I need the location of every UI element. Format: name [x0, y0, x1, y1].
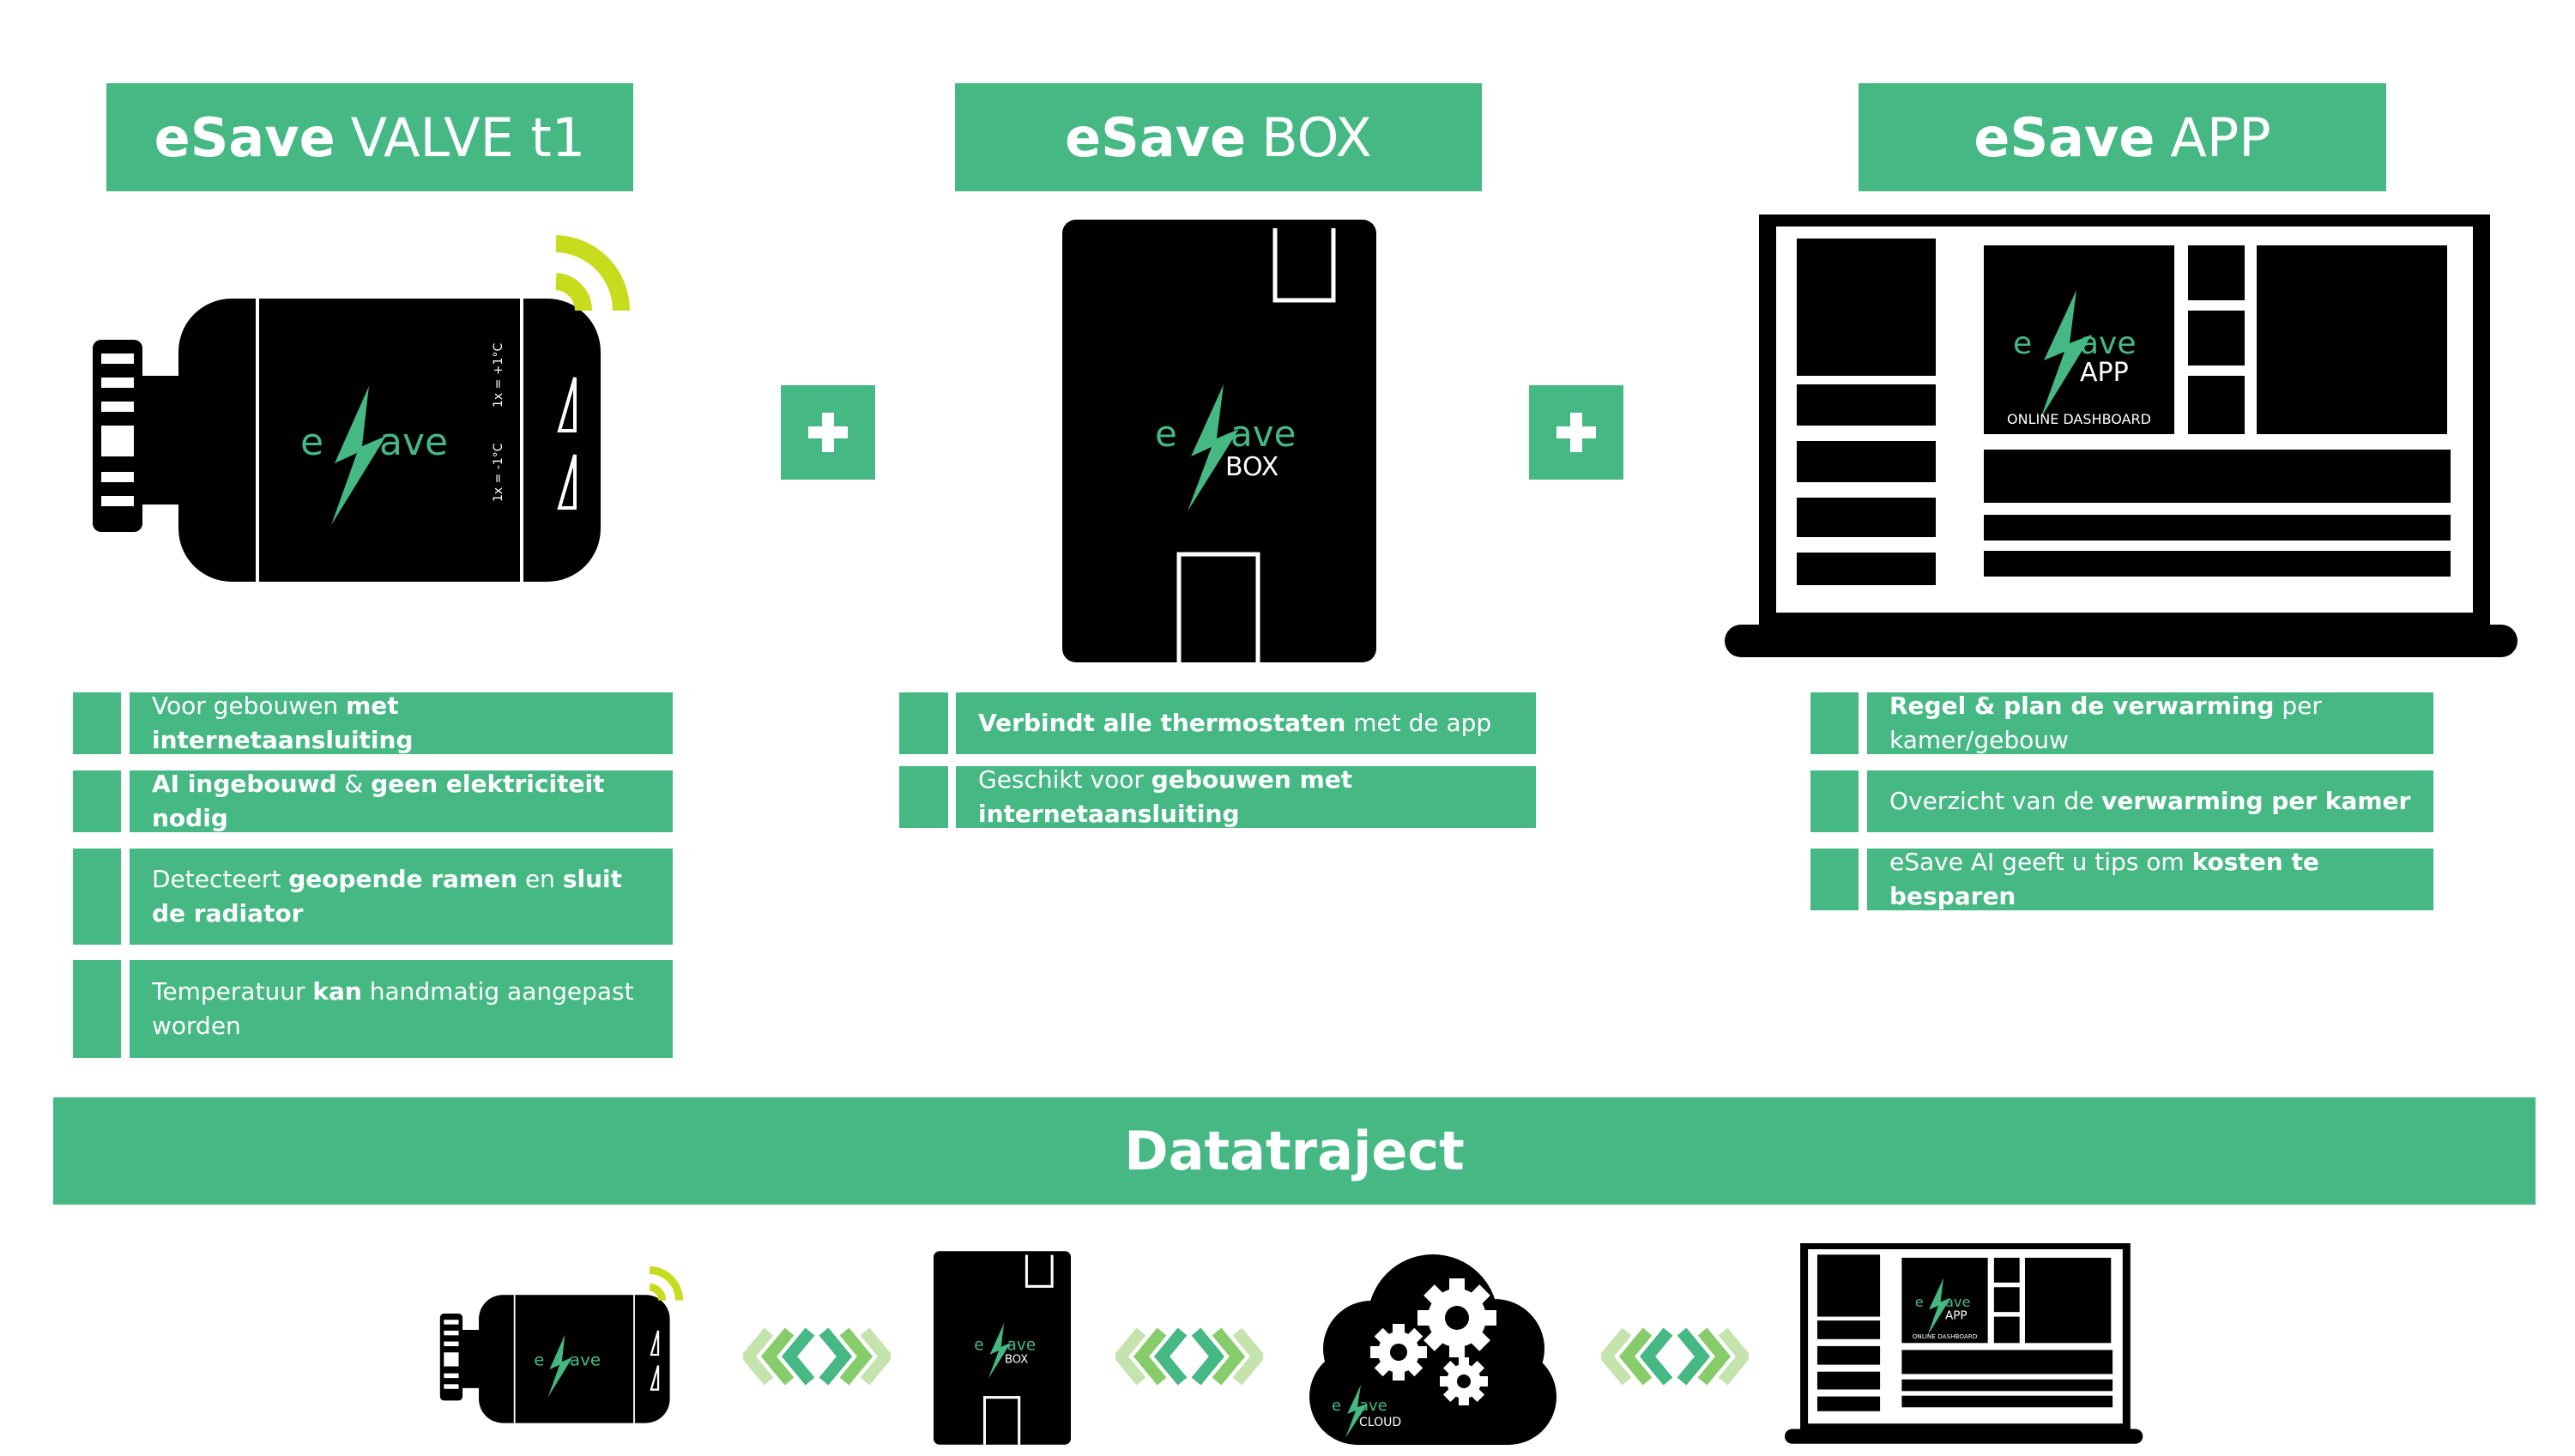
- logo-dashboard: ONLINE DASHBOARD: [2007, 411, 2151, 427]
- logo-ave: ave: [570, 1350, 601, 1370]
- feature-marker: [1810, 770, 1859, 832]
- double-chevron-arrows-icon: [1115, 1327, 1263, 1386]
- gear-icon: [1417, 1278, 1496, 1357]
- logo-ave: ave: [379, 420, 448, 464]
- esave-logo: e ave: [300, 386, 448, 525]
- box-feature-1: Verbindt alle thermostaten met de app: [956, 692, 1536, 754]
- logo-box: BOX: [1005, 1353, 1028, 1366]
- plus-icon: [781, 385, 875, 480]
- flow-box-icon: e ave BOX: [934, 1251, 1071, 1445]
- feature-text: Detecteert geopende ramen en sluit de ra…: [152, 865, 623, 927]
- feature-marker: [899, 766, 948, 828]
- header-box-name: BOX: [1261, 106, 1372, 169]
- logo-app: APP: [1945, 1308, 1968, 1322]
- header-valve-name: VALVE t1: [350, 106, 586, 169]
- valve-feature-1: Voor gebouwen met internetaansluiting: [130, 692, 673, 754]
- feature-marker: [73, 960, 121, 1058]
- valve-device-illustration: e ave: [93, 235, 630, 582]
- header-valve: eSave VALVE t1: [106, 83, 633, 191]
- header-app: eSave APP: [1859, 83, 2386, 191]
- header-app-brand: eSave: [1974, 106, 2155, 169]
- box-feature-2: Geschikt voor gebouwen met internetaansl…: [956, 765, 1536, 828]
- lightning-bolt-icon: [2040, 290, 2092, 419]
- feature-marker: [73, 849, 121, 945]
- logo-ave: ave: [1230, 413, 1296, 455]
- feature-marker: [73, 770, 121, 832]
- logo-box: BOX: [1225, 452, 1278, 482]
- feature-text: Geschikt voor gebouwen met internetaansl…: [978, 765, 1353, 828]
- logo-e: e: [974, 1337, 983, 1355]
- logo-dashboard: ONLINE DASHBOARD: [1913, 1332, 1978, 1340]
- valve-feature-3: Detecteert geopende ramen en sluit de ra…: [130, 849, 673, 945]
- valve-label-up: 1x = +1°C: [492, 342, 505, 408]
- lightning-bolt-icon: [331, 386, 386, 525]
- logo-e: e: [300, 420, 323, 464]
- lightning-bolt-icon: [547, 1334, 573, 1398]
- logo-e: e: [1915, 1294, 1924, 1310]
- double-chevron-arrows-icon: [1601, 1327, 1749, 1386]
- logo-e: e: [2013, 326, 2032, 361]
- gear-icon: [1440, 1357, 1488, 1405]
- logo-e: e: [1332, 1397, 1341, 1415]
- logo-ave: ave: [1007, 1337, 1036, 1355]
- feature-text: eSave AI geeft u tips om kosten te bespa…: [1889, 848, 2319, 910]
- double-chevron-arrows-icon: [743, 1327, 891, 1386]
- wifi-signal-icon: [649, 1266, 683, 1302]
- feature-text: Voor gebouwen met internetaansluiting: [152, 692, 414, 754]
- feature-text: Regel & plan de verwarming per kamer/geb…: [1889, 692, 2322, 754]
- datatraject-header: Datatraject: [53, 1097, 2536, 1205]
- logo-ave: ave: [2080, 326, 2137, 361]
- lightning-bolt-icon: [1345, 1385, 1368, 1438]
- app-feature-1: Regel & plan de verwarming per kamer/geb…: [1867, 692, 2433, 754]
- feature-marker: [1810, 849, 1859, 910]
- flow-valve-icon: e ave: [439, 1266, 683, 1423]
- header-box-brand: eSave: [1065, 106, 1247, 169]
- gear-icon: [1370, 1324, 1427, 1380]
- logo-app: APP: [2080, 358, 2129, 388]
- plus-icon: [1529, 385, 1623, 480]
- box-device-illustration: e ave BOX: [1062, 220, 1376, 662]
- esave-app-logo: e ave APP ONLINE DASHBOARD: [2007, 290, 2151, 427]
- app-feature-3: eSave AI geeft u tips om kosten te bespa…: [1867, 848, 2433, 910]
- valve-feature-4: Temperatuur kan handmatig aangepast word…: [130, 960, 673, 1058]
- logo-e: e: [534, 1350, 544, 1370]
- feature-text: Verbindt alle thermostaten met de app: [978, 709, 1492, 737]
- app-laptop-illustration: e ave APP ONLINE DASHBOARD: [1725, 214, 2518, 657]
- feature-marker: [899, 692, 948, 754]
- feature-marker: [1810, 692, 1859, 754]
- logo-ave: ave: [1359, 1397, 1387, 1415]
- lightning-bolt-icon: [988, 1323, 1012, 1379]
- lightning-bolt-icon: [1188, 384, 1239, 511]
- valve-feature-2: AI ingebouwd & geen elektriciteit nodig: [130, 770, 673, 832]
- esave-box-logo: e ave BOX: [1155, 384, 1296, 511]
- logo-ave: ave: [1945, 1294, 1971, 1310]
- wifi-signal-icon: [554, 235, 630, 311]
- feature-text: Temperatuur kan handmatig aangepast word…: [152, 977, 634, 1040]
- app-feature-2: Overzicht van de verwarming per kamer: [1867, 770, 2433, 832]
- valve-label-down: 1x = -1°C: [492, 443, 505, 502]
- feature-text: Overzicht van de verwarming per kamer: [1889, 787, 2411, 815]
- logo-cloud: CLOUD: [1359, 1416, 1401, 1429]
- logo-e: e: [1155, 413, 1177, 455]
- header-valve-brand: eSave: [154, 106, 335, 169]
- header-app-name: APP: [2170, 106, 2271, 169]
- flow-laptop-icon: e ave APP ONLINE DASHBOARD: [1785, 1243, 2143, 1444]
- feature-marker: [73, 692, 121, 754]
- cloud-icon: e ave CLOUD: [1309, 1254, 1556, 1445]
- lightning-bolt-icon: [1927, 1278, 1951, 1337]
- header-box: eSave BOX: [955, 83, 1482, 191]
- feature-text: AI ingebouwd & geen elektriciteit nodig: [152, 770, 605, 832]
